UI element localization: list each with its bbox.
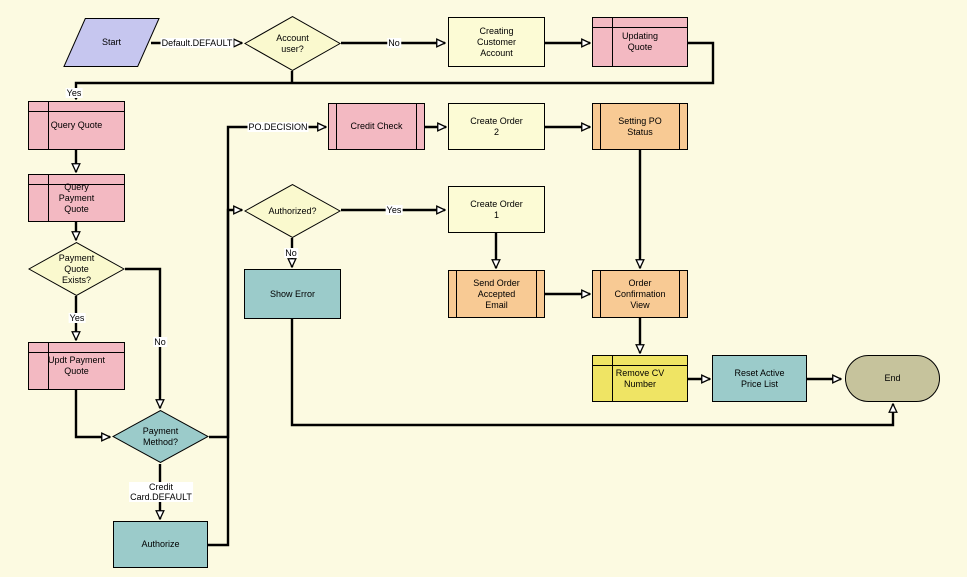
node-authorized-decision[interactable]: Authorized? [244,184,341,238]
edge-show-error-to-end[interactable] [290,319,893,427]
node-credit-check[interactable]: Credit Check [328,103,425,150]
node-authorize[interactable]: Authorize [113,521,208,568]
edge-label-exists-no: No [153,337,167,347]
node-reset-active-price-list[interactable]: Reset Active Price List [712,355,807,402]
node-query-payment-quote[interactable]: Query Payment Quote [28,174,125,222]
node-label-show-error: Show Error [269,288,315,299]
edge-label-authorized-yes: Yes [385,205,403,215]
node-payment-quote-exists-decision[interactable]: Payment Quote Exists? [28,242,125,296]
node-start[interactable]: Start [63,18,160,67]
node-updt-payment-quote[interactable]: Updt Payment Quote [28,342,125,390]
node-label-query-payment-quote: Query Payment Quote [58,181,95,214]
edge-label-credit-card-default: Credit Card.DEFAULT [129,482,193,502]
node-setting-po-status[interactable]: Setting PO Status [592,103,688,150]
node-create-order-2[interactable]: Create Order 2 [448,103,545,150]
edge-label-exists-yes: Yes [68,313,86,323]
node-label-authorize: Authorize [141,539,180,549]
node-payment-method-decision[interactable]: Payment Method? [112,410,209,463]
edge-authorize-to-authorized[interactable] [208,210,242,547]
edge-label-default-default: Default.DEFAULT [160,38,234,48]
node-label-end: End [884,373,901,383]
node-label-updt-payment-quote: Updt Payment Quote [47,355,106,376]
node-end[interactable]: End [845,355,940,402]
edge-label-account-yes: Yes [65,88,83,98]
node-label-send-order-accepted-email: Send Order Accepted Email [473,277,520,310]
node-label-create-order-2: Create Order 2 [470,115,523,137]
node-label-order-confirmation-view: Order Confirmation View [614,277,666,310]
node-label-reset-active-price-list: Reset Active Price List [734,367,785,389]
node-label-updating-quote: Updating Quote [621,31,659,52]
node-order-confirmation-view[interactable]: Order Confirmation View [592,270,688,318]
edge-updt-to-method[interactable] [74,390,110,437]
edge-label-account-no: No [387,38,401,48]
node-label-creating-customer-account: Creating Customer Account [476,25,516,58]
node-label-query-quote: Query Quote [50,120,103,130]
node-create-order-1[interactable]: Create Order 1 [448,186,545,233]
node-label-create-order-1: Create Order 1 [470,198,523,220]
edge-label-authorized-no: No [284,248,298,258]
node-remove-cv-number[interactable]: Remove CV Number [592,355,688,402]
edge-label-po-decision: PO.DECISION [247,122,309,132]
node-send-order-accepted-email[interactable]: Send Order Accepted Email [448,270,545,318]
edge-exists-no[interactable] [125,267,160,408]
node-updating-quote[interactable]: Updating Quote [592,17,688,67]
node-label-setting-po-status: Setting PO Status [618,115,662,137]
node-query-quote[interactable]: Query Quote [28,101,125,150]
node-label-credit-check: Credit Check [350,121,403,131]
node-show-error[interactable]: Show Error [244,269,341,319]
node-account-user-decision[interactable]: Account user? [244,16,341,71]
node-label-remove-cv-number: Remove CV Number [615,367,665,389]
node-creating-customer-account[interactable]: Creating Customer Account [448,17,545,67]
